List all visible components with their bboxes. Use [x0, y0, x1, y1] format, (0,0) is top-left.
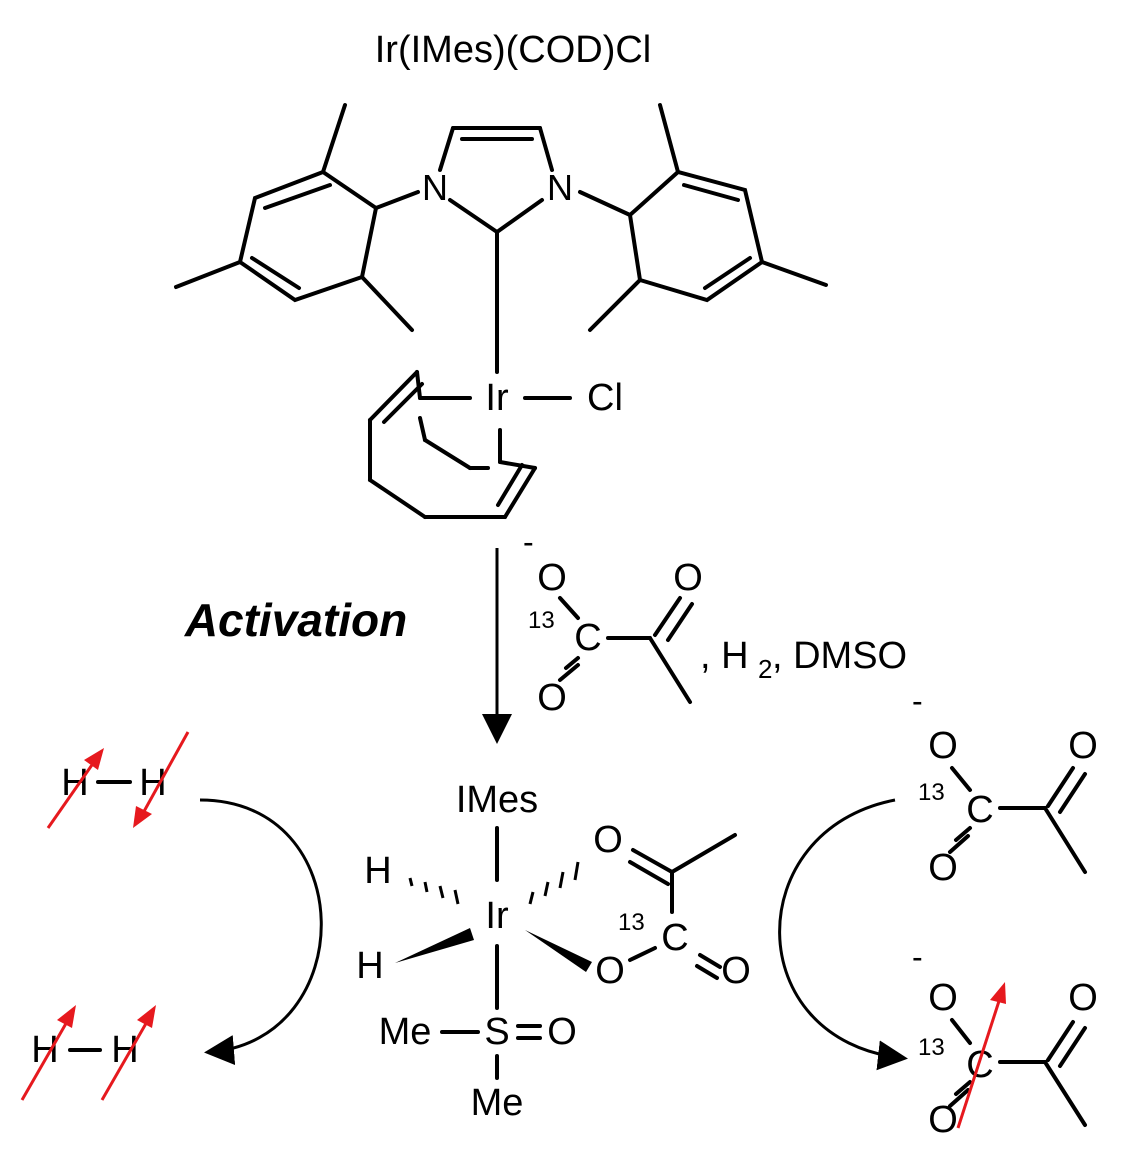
label-me: Me — [379, 1011, 432, 1053]
atom-ir-top: Ir — [485, 377, 509, 419]
atom-h-wedge: H — [356, 945, 383, 987]
atom-n-right: N — [547, 167, 573, 208]
atom-h: H — [111, 1029, 138, 1071]
atom-o: O — [721, 950, 751, 992]
atom-o: O — [928, 725, 958, 767]
atom-o: O — [595, 950, 625, 992]
parahydrogen-cycle: H H H H — [20, 731, 323, 1101]
activation-label: Activation — [184, 594, 407, 646]
atom-h: H — [61, 762, 88, 804]
pyruvate-reagent: - O O 13 C O , H 2 , DMSO — [523, 524, 907, 719]
atom-c13: C — [574, 617, 601, 659]
atom-ir-bottom: Ir — [485, 895, 509, 937]
label-imes: IMes — [456, 779, 538, 821]
reagents-h2-subscript: 2 — [758, 654, 772, 684]
reagents-h2-prefix: , H — [700, 635, 749, 677]
atom-n-left: N — [422, 167, 448, 208]
atom-o: O — [928, 847, 958, 889]
atom-s: S — [484, 1011, 509, 1053]
atom-o: O — [547, 1011, 577, 1053]
charge-minus: - — [912, 683, 923, 719]
atom-o: O — [537, 557, 567, 599]
isotope-13: 13 — [528, 607, 555, 634]
atom-o: O — [537, 677, 567, 719]
label-me: Me — [471, 1082, 524, 1124]
atom-o: O — [1068, 725, 1098, 767]
imes-ligand-structure: N N — [174, 103, 828, 374]
charge-minus: - — [912, 939, 923, 975]
atom-cl: Cl — [587, 377, 623, 419]
isotope-13: 13 — [918, 779, 945, 806]
atom-o: O — [1068, 977, 1098, 1019]
isotope-13: 13 — [618, 909, 645, 936]
atom-c13: C — [966, 789, 993, 831]
active-ir-complex: IMes Ir H H O O 13 C — [356, 779, 751, 1124]
isotope-13: 13 — [918, 1034, 945, 1061]
atom-c13: C — [966, 1044, 993, 1086]
atom-h-hashed: H — [364, 850, 391, 892]
catalyst-title: Ir(IMes)(COD)Cl — [375, 29, 652, 71]
reagents-dmso: , DMSO — [772, 635, 907, 677]
atom-o: O — [593, 819, 623, 861]
atom-c13: C — [661, 917, 688, 959]
atom-o: O — [928, 977, 958, 1019]
ir-cod-cl-fragment: Ir Cl — [368, 370, 623, 519]
charge-minus: - — [523, 524, 534, 560]
pyruvate-polarization-cycle: - O O 13 C O - O O 13 C O — [778, 683, 1098, 1141]
atom-o: O — [673, 557, 703, 599]
atom-h: H — [31, 1029, 58, 1071]
